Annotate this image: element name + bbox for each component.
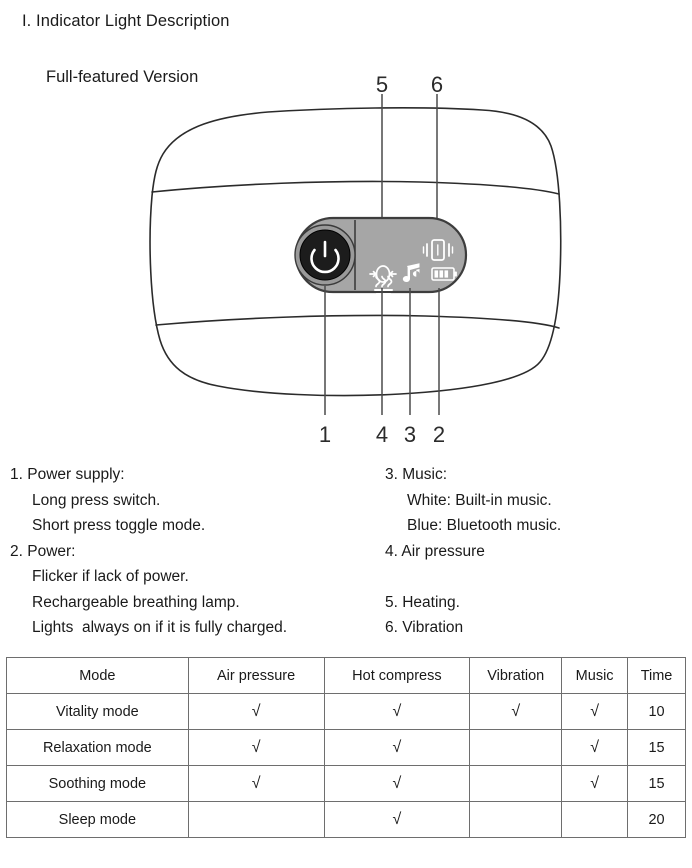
table-header-vibration: Vibration [469, 657, 563, 694]
subtitle-full-featured-version: Full-featured Version [46, 68, 199, 86]
legend-item-1-line-long-press: Long press switch. [32, 491, 161, 509]
legend-item-5-heating: 5. Heating. [385, 593, 460, 611]
cell-time: 10 [627, 693, 686, 730]
legend-item-3-line-white: White: Built-in music. [407, 491, 552, 509]
table-header-hot-compress: Hot compress [323, 657, 471, 694]
cell-music: √ [561, 729, 629, 766]
table-header-air-pressure: Air pressure [187, 657, 325, 694]
table-row: Relaxation mode √ √ √ 15 [6, 729, 686, 766]
legend-item-2-line-breathing-lamp: Rechargeable breathing lamp. [32, 593, 240, 611]
device-diagram: 5 6 1 4 3 2 [0, 60, 692, 460]
legend-item-3-line-blue: Blue: Bluetooth music. [407, 517, 562, 534]
cell-music: √ [561, 693, 629, 730]
battery-icon [431, 267, 457, 281]
cell-hot-compress: √ [323, 693, 471, 730]
callout-number-2: 2 [433, 422, 445, 447]
power-icon [310, 240, 340, 274]
legend-item-4-air-pressure: 4. Air pressure [385, 542, 485, 560]
page-title: I. Indicator Light Description [22, 12, 230, 30]
table-header-time: Time [627, 657, 686, 694]
table-header-music: Music [561, 657, 629, 694]
callout-number-3: 3 [404, 422, 416, 447]
callout-number-6: 6 [431, 72, 443, 97]
legend-item-1-line-short-press: Short press toggle mode. [32, 517, 206, 534]
mode-feature-table: Mode Air pressure Hot compress Vibration… [6, 657, 686, 838]
cell-vibration [469, 801, 563, 838]
cell-time: 20 [627, 801, 686, 838]
cell-vibration: √ [469, 693, 563, 730]
cell-mode: Relaxation mode [6, 729, 189, 766]
cell-mode: Sleep mode [6, 801, 189, 838]
cell-air-pressure: √ [187, 693, 325, 730]
callout-number-5: 5 [376, 72, 388, 97]
air-pressure-icon [369, 265, 397, 283]
cell-music [561, 801, 629, 838]
cell-vibration [469, 765, 563, 802]
cell-air-pressure: √ [187, 765, 325, 802]
legend-item-2-line-flicker: Flicker if lack of power. [32, 568, 189, 585]
cell-time: 15 [627, 729, 686, 766]
cell-mode: Soothing mode [6, 765, 189, 802]
legend-item-6-vibration: 6. Vibration [385, 619, 464, 636]
device-outline [149, 107, 562, 397]
legend-item-3-music: 3. Music: [385, 466, 448, 483]
legend-item-1-power-supply: 1. Power supply: [10, 466, 125, 483]
cell-hot-compress: √ [323, 765, 471, 802]
cell-time: 15 [627, 765, 686, 802]
cell-vibration [469, 729, 563, 766]
legend-right-column: 3. Music: White: Built-in music. Blue: B… [385, 462, 685, 641]
table-row: Soothing mode √ √ √ 15 [6, 765, 686, 802]
cell-music: √ [561, 765, 629, 802]
legend-spacer [385, 564, 685, 590]
cell-hot-compress: √ [323, 801, 471, 838]
table-header-row: Mode Air pressure Hot compress Vibration… [6, 657, 686, 694]
callout-number-1: 1 [319, 422, 331, 447]
legend-item-2-line-fully-charged: Lights always on if it is fully charged. [32, 619, 288, 636]
cell-air-pressure: √ [187, 729, 325, 766]
table-header-mode: Mode [6, 657, 189, 694]
legend-left-column: 1. Power supply: Long press switch. Shor… [10, 462, 380, 641]
callout-lines-top [381, 94, 438, 225]
table-row: Sleep mode √ 20 [6, 801, 686, 838]
power-button [294, 224, 356, 286]
legend-item-2-power: 2. Power: [10, 542, 76, 560]
control-panel [294, 216, 468, 295]
cell-mode: Vitality mode [6, 693, 189, 730]
cell-hot-compress: √ [323, 729, 471, 766]
music-icon [402, 263, 420, 283]
callout-lines-bottom [324, 286, 440, 415]
vibration-icon [422, 239, 454, 261]
callout-number-4: 4 [376, 422, 388, 447]
cell-air-pressure [187, 801, 325, 838]
table-row: Vitality mode √ √ √ √ 10 [6, 693, 686, 730]
